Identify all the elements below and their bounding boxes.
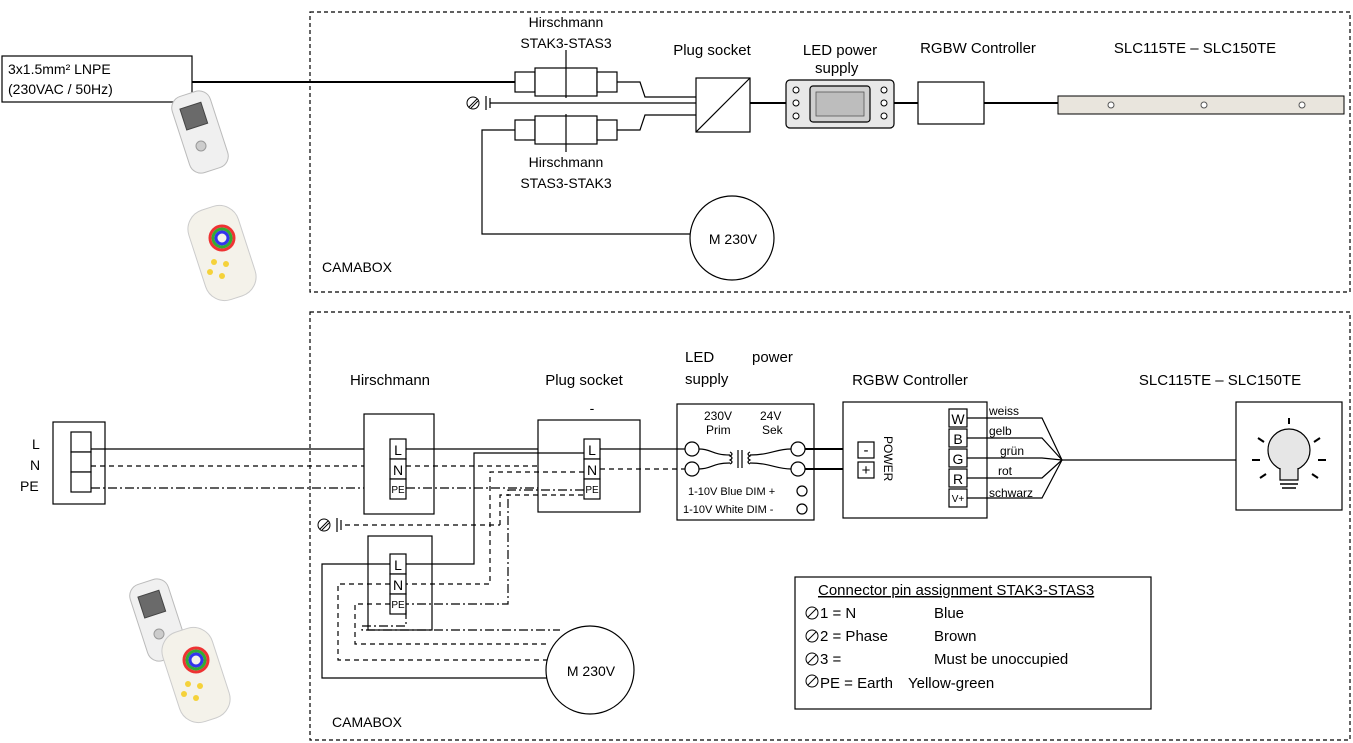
color-wheel-remote-icon (161, 626, 231, 724)
camabox-frame-top (309, 11, 1351, 293)
plug-socket-top-label: Plug socket (673, 42, 751, 59)
power-plus: + (862, 462, 871, 479)
rgbw-controller-bottom-label: RGBW Controller (852, 372, 968, 389)
wire-schwarz: schwarz (989, 486, 1033, 500)
input-terminal-pe: PE (20, 478, 39, 494)
hirschmann-top-label-2: STAK3-STAS3 (520, 35, 612, 51)
hirschmann-lower-pe: PE (391, 600, 405, 611)
legend-row-1-pin: 1 = N (820, 605, 856, 622)
hirschmann-lower-l: L (394, 557, 402, 573)
legend-row-3-pin: 3 = (820, 651, 842, 668)
hirschmann-bottom-label-1: Hirschmann (529, 154, 604, 170)
supply-line2: (230VAC / 50Hz) (8, 81, 113, 97)
motor-top-label: M 230V (709, 231, 758, 247)
led-power-top-label-2: supply (815, 60, 859, 77)
led-supply-label: supply (685, 371, 729, 388)
legend-pin-icons (805, 606, 819, 688)
hirschmann-connector-bottom (514, 114, 618, 152)
light-bulb-icon (1252, 418, 1326, 489)
plug-socket-bottom-pe: PE (585, 485, 599, 496)
hirschmann-label: Hirschmann (350, 372, 430, 389)
channel-g: G (953, 451, 964, 467)
legend-row-1-desc: Blue (934, 605, 964, 622)
slc-bottom-label: SLC115TE – SLC150TE (1139, 372, 1301, 389)
motor-bottom-label: M 230V (567, 663, 616, 679)
prim-voltage: 230V (704, 409, 732, 423)
wire-rot: rot (998, 464, 1013, 478)
hirschmann-top-label-1: Hirschmann (529, 14, 604, 30)
channel-b: B (953, 431, 962, 447)
legend-row-2-desc: Brown (934, 628, 977, 645)
legend-row-3-desc: Must be unoccupied (934, 651, 1068, 668)
sek-label: Sek (762, 423, 784, 437)
input-terminal-l: L (32, 436, 40, 452)
hirschmann-connector-lower (367, 535, 433, 631)
led-power-supply-top (785, 79, 895, 129)
hirschmann-lower-n: N (393, 577, 403, 593)
plug-socket-bottom-n: N (587, 462, 597, 478)
led-power-supply-bottom (676, 403, 815, 521)
legend-row-4-pin: PE = Earth (820, 675, 893, 692)
plug-socket-bottom-label: Plug socket (545, 372, 623, 389)
legend-row-2-pin: 2 = Phase (820, 628, 888, 645)
rgbw-controller-top-label: RGBW Controller (920, 40, 1036, 57)
slc-light-bar-top (1057, 95, 1345, 115)
camabox-bottom-label: CAMABOX (332, 714, 403, 730)
hirschmann-upper-n: N (393, 462, 403, 478)
hirschmann-upper-l: L (394, 442, 402, 458)
plug-socket-bottom-mark: - (590, 400, 595, 416)
plug-socket-bottom (537, 419, 641, 513)
remote-control-icon (171, 90, 229, 174)
sek-voltage: 24V (760, 409, 781, 423)
legend-title: Connector pin assignment STAK3-STAS3 (818, 582, 1094, 599)
led-power-label: power (752, 349, 793, 366)
hirschmann-connector-top (514, 50, 618, 98)
input-terminal-n: N (30, 457, 40, 473)
led-label: LED (685, 349, 714, 366)
camabox-frame-bottom (309, 311, 1351, 741)
prim-label: Prim (706, 423, 731, 437)
hirschmann-upper-pe: PE (391, 485, 405, 496)
power-label: POWER (881, 436, 895, 482)
camabox-top-label: CAMABOX (322, 259, 393, 275)
hirschmann-bottom-label-2: STAS3-STAK3 (520, 175, 612, 191)
earth-symbol-icon (317, 518, 342, 532)
supply-box (1, 55, 193, 103)
motor-bottom (545, 625, 635, 715)
channel-r: R (953, 471, 963, 487)
blue-dim-label: 1-10V Blue DIM + (688, 486, 775, 498)
plug-socket-bottom-l: L (588, 442, 596, 458)
earth-symbol-icon (466, 96, 491, 110)
led-power-top-label-1: LED power (803, 42, 877, 59)
slc-top-label: SLC115TE – SLC150TE (1114, 40, 1276, 57)
wire-gelb: gelb (989, 424, 1012, 438)
wire-gruen: grün (1000, 444, 1024, 458)
motor-top (689, 195, 775, 281)
transformer-icon (698, 448, 792, 470)
white-dim-label: 1-10V White DIM - (683, 504, 774, 516)
plug-socket-top (695, 77, 751, 133)
input-terminal-block (52, 421, 106, 505)
hirschmann-connector-upper (363, 413, 435, 515)
channel-vplus: V+ (952, 494, 965, 505)
legend-box (794, 576, 1152, 710)
legend-row-4-desc: Yellow-green (908, 675, 994, 692)
rgbw-controller-top (917, 81, 985, 125)
channel-w: W (951, 411, 965, 427)
color-wheel-remote-icon (187, 204, 257, 302)
wire-weiss: weiss (988, 404, 1019, 418)
power-minus: - (864, 442, 869, 459)
supply-line1: 3x1.5mm² LNPE (8, 61, 111, 77)
